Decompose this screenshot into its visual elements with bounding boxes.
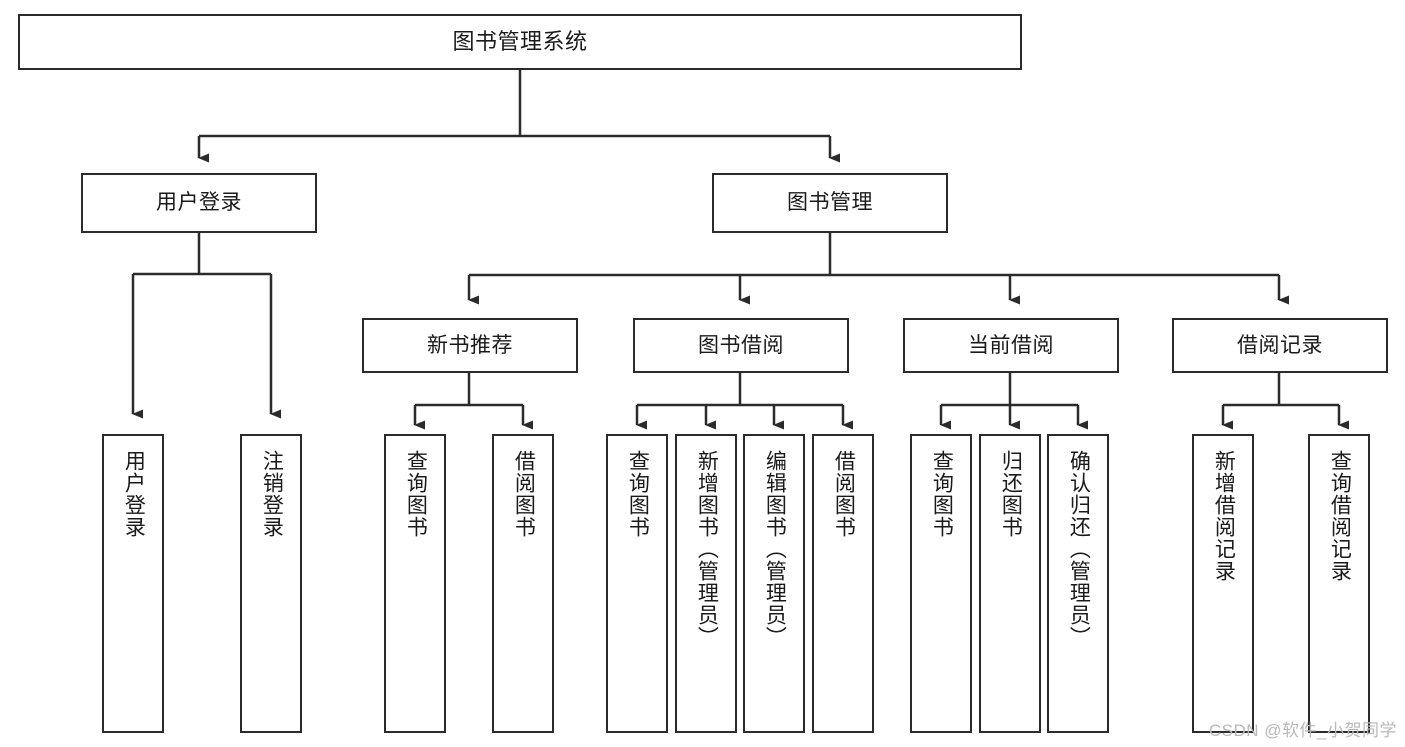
node-label: 图书管理 [787,191,873,215]
node-label: 当前借阅 [968,333,1054,357]
node-leaf-query-borrow-record[interactable]: 查询借阅记录 [1308,434,1370,733]
node-label: 查询借阅记录 [1328,450,1352,582]
node-user-login[interactable]: 用户登录 [81,173,317,233]
csdn-watermark: CSDN @软件_小贺同学 [1208,721,1397,740]
node-leaf-confirm-return-admin[interactable]: 确认归还（管理员） [1047,434,1109,733]
node-leaf-user-login[interactable]: 用户登录 [102,434,164,733]
node-new-book-recommend[interactable]: 新书推荐 [362,318,578,373]
node-leaf-borrow-book-recommend[interactable]: 借阅图书 [492,434,554,733]
node-label: 新增图书（管理员） [695,450,719,648]
node-label: 图书管理系统 [452,28,588,54]
node-leaf-query-book-recommend[interactable]: 查询图书 [384,434,446,733]
node-borrow-record[interactable]: 借阅记录 [1172,318,1388,373]
node-book-manage[interactable]: 图书管理 [712,173,948,233]
node-label: 用户登录 [122,450,146,538]
node-root-book-management-system[interactable]: 图书管理系统 [18,14,1022,70]
node-label: 借阅图书 [832,450,856,538]
node-book-borrow[interactable]: 图书借阅 [633,318,849,373]
node-label: 编辑图书（管理员） [763,450,787,648]
node-label: 新增借阅记录 [1212,450,1236,582]
node-label: 借阅记录 [1237,333,1323,357]
node-leaf-borrow-book[interactable]: 借阅图书 [812,434,874,733]
node-label: 查询图书 [626,450,650,538]
node-leaf-user-logout[interactable]: 注销登录 [240,434,302,733]
node-label: 新书推荐 [427,333,513,357]
node-leaf-query-book-borrow[interactable]: 查询图书 [606,434,668,733]
node-label: 归还图书 [999,450,1023,538]
node-current-borrow[interactable]: 当前借阅 [903,318,1119,373]
node-label: 图书借阅 [698,333,784,357]
node-leaf-add-book-admin[interactable]: 新增图书（管理员） [675,434,737,733]
node-leaf-edit-book-admin[interactable]: 编辑图书（管理员） [743,434,805,733]
node-label: 借阅图书 [512,450,536,538]
node-leaf-return-book[interactable]: 归还图书 [979,434,1041,733]
node-label: 确认归还（管理员） [1067,450,1091,648]
node-leaf-add-borrow-record[interactable]: 新增借阅记录 [1192,434,1254,733]
node-label: 查询图书 [930,450,954,538]
node-label: 用户登录 [156,191,242,215]
node-leaf-query-book-current[interactable]: 查询图书 [910,434,972,733]
node-label: 查询图书 [404,450,428,538]
node-label: 注销登录 [260,450,284,538]
